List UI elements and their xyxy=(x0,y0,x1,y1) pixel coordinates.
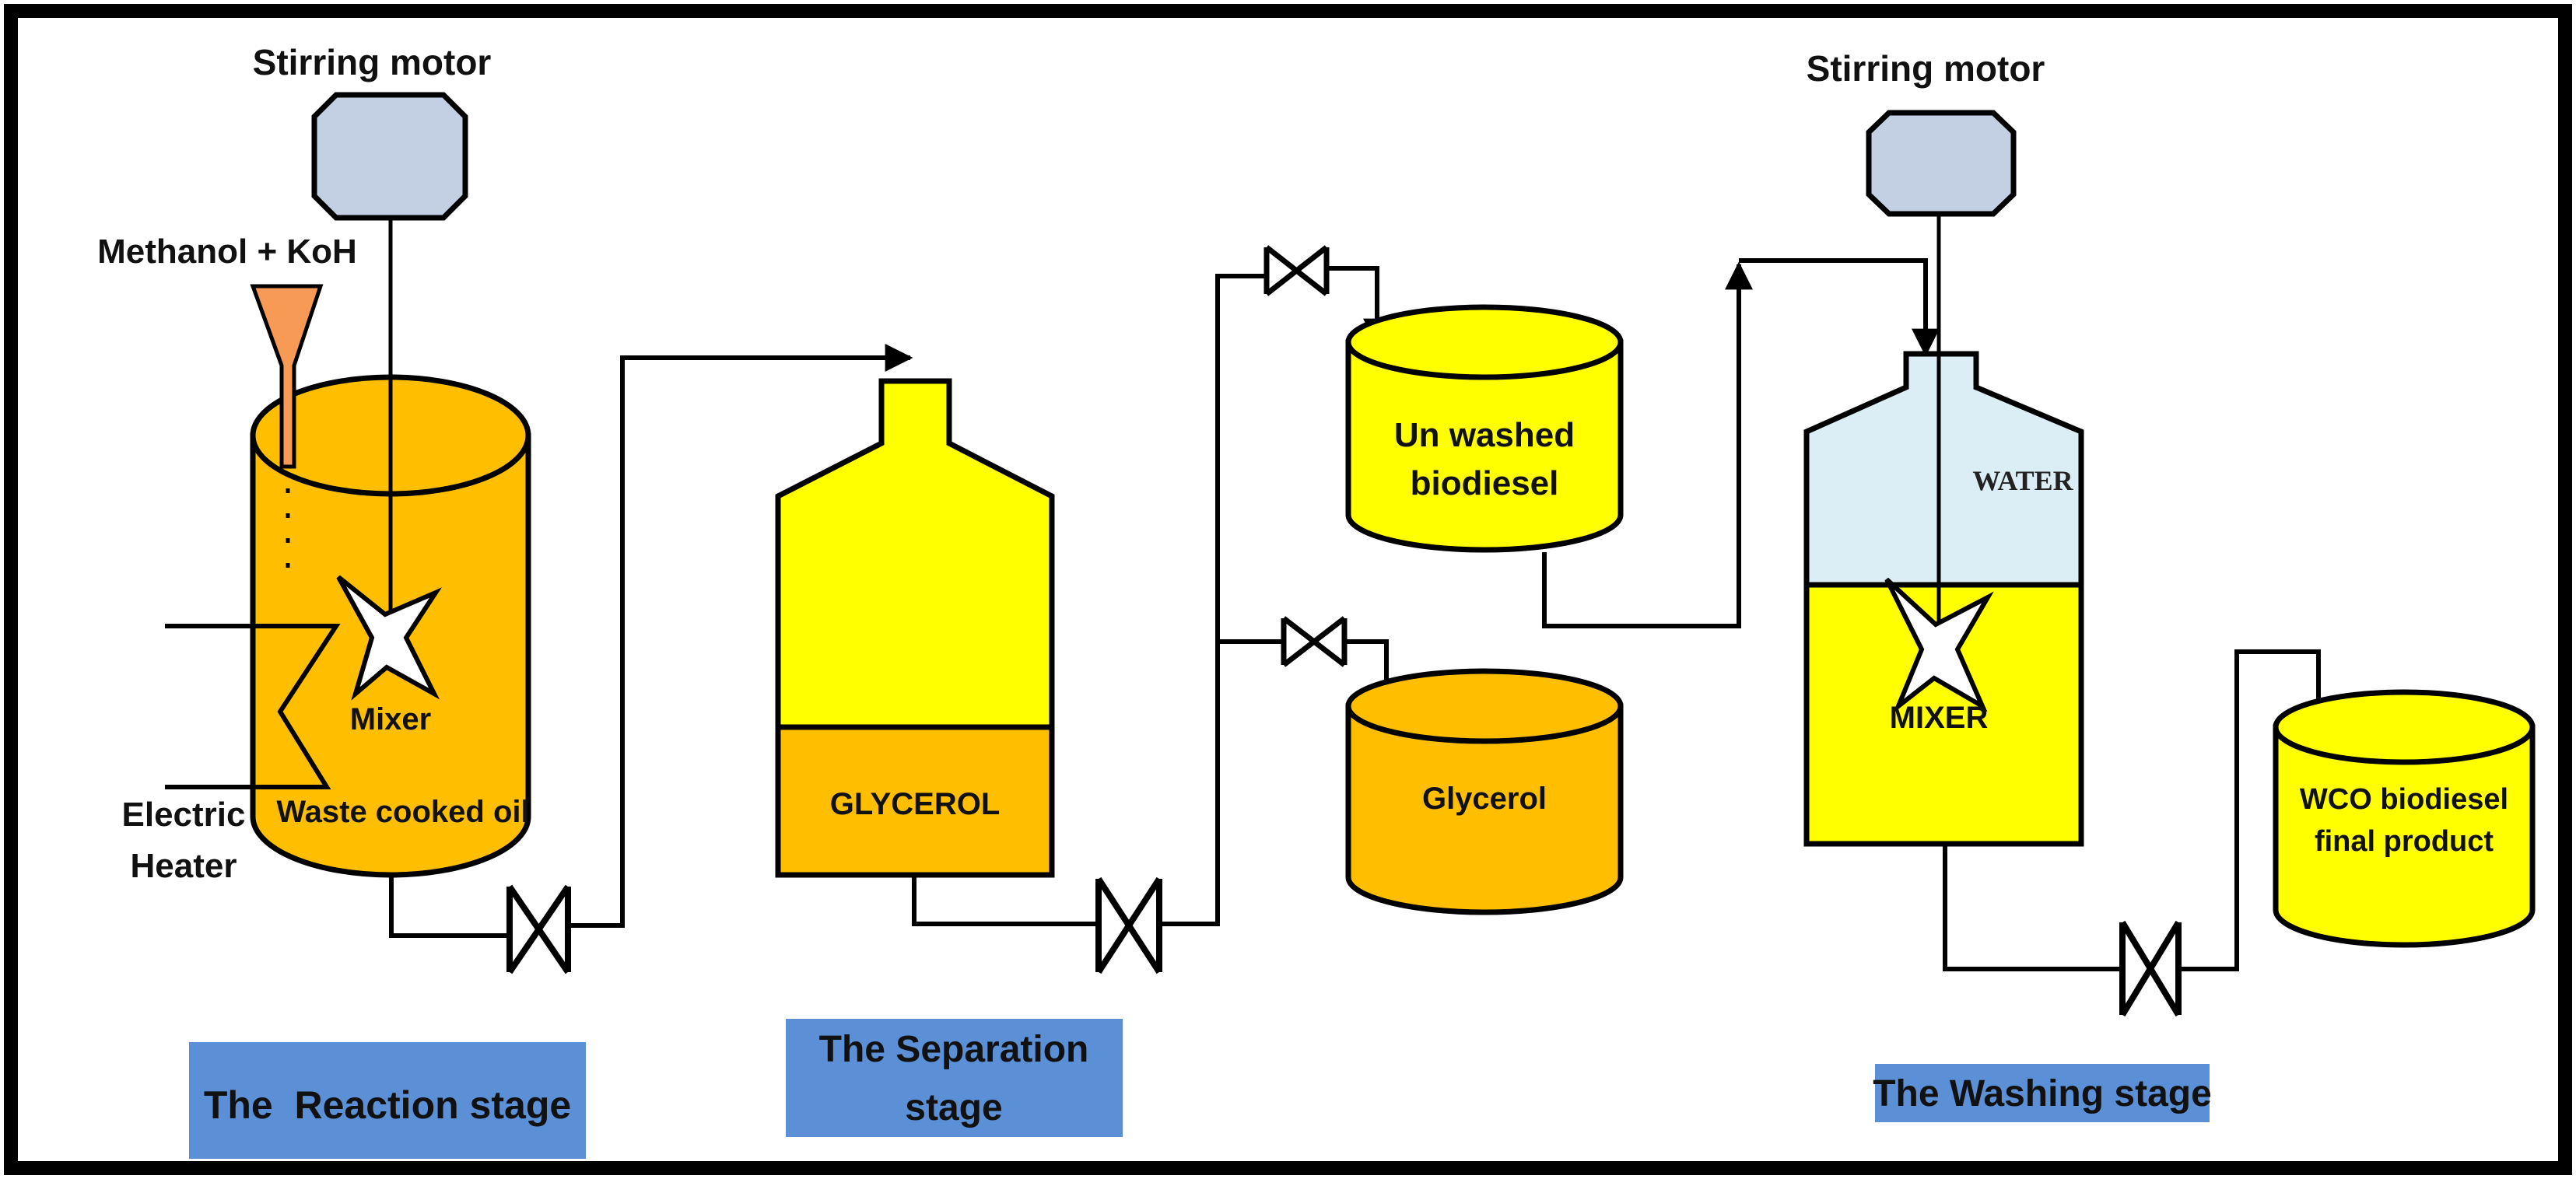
separator-glycerol-layer xyxy=(775,724,1055,878)
unwashed-to-washer-pipe xyxy=(1542,261,1753,628)
final-product-tank: WCO biodiesel final product xyxy=(2273,689,2536,948)
separation-stage-label-line2: stage xyxy=(905,1087,1002,1128)
final-product-pipe xyxy=(2178,649,2321,971)
funnel-icon xyxy=(250,284,324,568)
reaction-valve-icon xyxy=(506,884,571,974)
separation-stage-label-line1: The Separation xyxy=(819,1029,1089,1070)
washing-mixer-impeller-icon xyxy=(1884,577,1994,714)
stirring-motor-icon xyxy=(311,92,468,221)
washer-outlet-pipe xyxy=(1943,844,2122,971)
reaction-motor-label: Stirring motor xyxy=(253,42,492,82)
washing-mixer-label: MIXER xyxy=(1890,701,1989,735)
mixer-impeller-icon xyxy=(336,575,442,701)
glycerol-tank-label: Glycerol xyxy=(1422,782,1547,816)
washing-stage: WATER MIXER Stirring motor WCO biodiesel… xyxy=(1803,48,2536,1122)
heater-label-line1: Electric xyxy=(122,796,246,834)
reaction-stage-box xyxy=(189,1042,586,1159)
unwashed-label-line2: biodiesel xyxy=(1411,464,1559,502)
washing-stage-label: The Washing stage xyxy=(1873,1073,2212,1114)
reaction-stage: Stirring motor Methanol + KoH Mixer Wast… xyxy=(97,42,913,1159)
unwashed-label-line1: Un washed xyxy=(1394,416,1575,454)
unwashed-valve-icon xyxy=(1263,245,1330,296)
glycerol-valve-icon xyxy=(1281,616,1348,667)
reaction-stage-label: The Reaction stage xyxy=(204,1083,571,1127)
reagent-label: Methanol + KoH xyxy=(97,233,357,271)
separation-stage-box xyxy=(786,1019,1123,1137)
reactor-contents-label: Waste cooked oil xyxy=(276,795,529,829)
separation-valve-icon xyxy=(1095,876,1162,974)
separator-glycerol-label: GLYCEROL xyxy=(830,787,1001,821)
washing-stirring-motor-icon xyxy=(1866,110,2017,217)
washing-motor-label: Stirring motor xyxy=(1807,48,2045,89)
washer-feed-pipe xyxy=(1739,258,1940,357)
final-product-label-line1: WCO biodiesel xyxy=(2300,783,2508,816)
washing-stage-box xyxy=(1875,1064,2210,1122)
product-tanks: Un washed biodiesel Glycerol xyxy=(1345,258,1940,915)
unwashed-biodiesel-tank: Un washed biodiesel xyxy=(1345,304,1624,553)
glycerol-tank: Glycerol xyxy=(1345,668,1624,915)
electric-heater-icon xyxy=(165,624,341,789)
separation-stage: GLYCEROL The Separation stage xyxy=(775,245,1400,1137)
reaction-mixer-label: Mixer xyxy=(350,702,432,736)
heater-label-line2: Heater xyxy=(131,847,237,885)
water-label: WATER xyxy=(1972,465,2073,496)
washing-valve-icon xyxy=(2119,920,2182,1017)
separation-outlet-pipe xyxy=(912,266,1400,926)
reaction-outlet-pipe xyxy=(389,344,913,938)
final-product-label-line2: final product xyxy=(2315,825,2494,858)
